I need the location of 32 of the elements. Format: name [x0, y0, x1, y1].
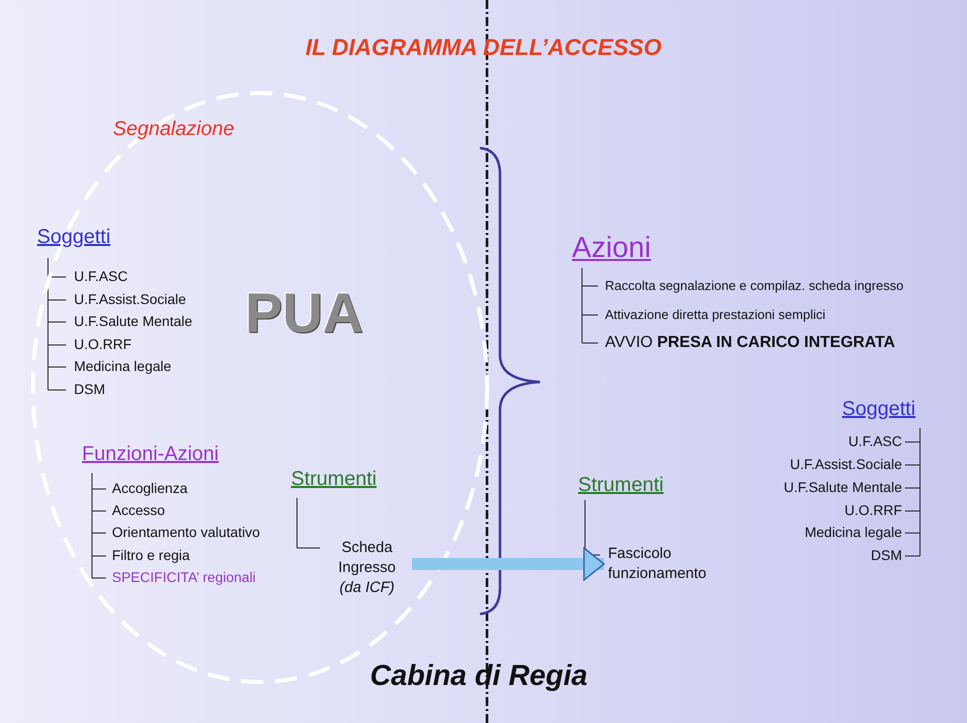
heading: Soggetti: [37, 226, 110, 249]
list-item: Accesso: [112, 502, 165, 518]
list-item: Accoglienza: [112, 480, 188, 496]
node-label: Segnalazione: [113, 118, 234, 141]
list-item: U.F.Salute Mentale: [784, 479, 902, 495]
heading: Azioni: [572, 232, 651, 265]
node-title: PUA: [245, 280, 364, 345]
list-item: Medicina legale: [804, 524, 902, 540]
node-label: Scheda Ingresso (da ICF): [328, 538, 406, 598]
heading: Funzioni-Azioni: [82, 443, 219, 466]
list-item: U.F.Salute Mentale: [74, 313, 192, 329]
list-item: Raccolta segnalazione e compilaz. scheda ingresso: [605, 278, 904, 293]
block-arrow: [412, 547, 605, 581]
list-item: U.F.Assist.Sociale: [74, 291, 186, 307]
node-label: Fascicolo funzionamento: [608, 544, 748, 584]
heading: Strumenti: [291, 468, 377, 491]
list-item: SPECIFICITA’ regionali: [112, 569, 256, 585]
list-item: DSM: [74, 381, 106, 397]
list-item: U.F.ASC: [74, 268, 128, 284]
list-item: DSM: [870, 547, 902, 563]
list-item: U.F.Assist.Sociale: [790, 456, 902, 472]
list-item: U.O.RRF: [74, 336, 132, 352]
list-item: U.F.ASC: [848, 433, 902, 449]
list-item: Filtro e regia: [112, 547, 190, 563]
list-item: AVVIO PRESA IN CARICO INTEGRATA: [605, 334, 896, 352]
list-item: Orientamento valutativo: [112, 524, 260, 540]
heading: Soggetti: [842, 398, 916, 421]
title: IL DIAGRAMMA DELL’ACCESSO: [304, 34, 663, 61]
list-item: Attivazione diretta prestazioni semplici: [605, 307, 826, 322]
heading: Strumenti: [578, 474, 664, 497]
list-item: Medicina legale: [74, 358, 172, 374]
list-item: U.O.RRF: [844, 502, 902, 518]
